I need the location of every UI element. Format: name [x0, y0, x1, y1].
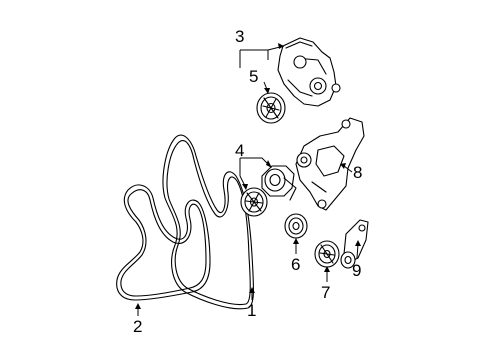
- mounting-bracket-8: [295, 117, 365, 211]
- belt-2: [116, 184, 211, 301]
- serpentine-belt-1: [162, 134, 255, 310]
- callout-3: 3: [235, 27, 244, 46]
- callout-1: 1: [247, 301, 256, 320]
- idler-pulley-5: [256, 92, 286, 124]
- callout-9: 9: [352, 261, 361, 280]
- leader-lines: [135, 43, 361, 316]
- callout-4: 4: [235, 141, 244, 160]
- tensioner-pulley-4: [240, 187, 268, 217]
- idler-pulley-7: [314, 240, 340, 268]
- callout-2: 2: [133, 317, 142, 336]
- callout-8: 8: [353, 163, 362, 182]
- callout-5: 5: [249, 67, 258, 86]
- callout-7: 7: [321, 283, 330, 302]
- callout-6: 6: [291, 255, 300, 274]
- tensioner-4: [261, 165, 297, 201]
- idler-bracket-9: [340, 219, 369, 269]
- tensioner-bracket-3: [277, 37, 341, 107]
- idler-pulley-6: [284, 213, 308, 239]
